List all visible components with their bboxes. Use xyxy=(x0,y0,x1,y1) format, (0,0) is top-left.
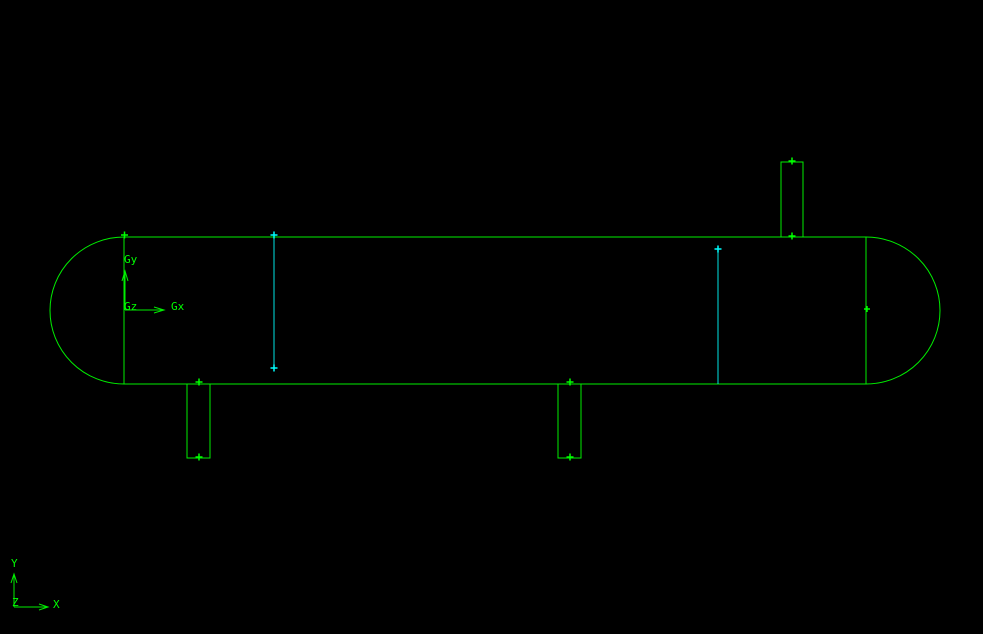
right-head xyxy=(865,236,941,385)
plus-marker xyxy=(566,453,574,461)
global-x-arrowhead xyxy=(38,603,50,611)
markers xyxy=(121,157,870,461)
local-x-label: Gx xyxy=(171,300,185,313)
local-x-arrowhead xyxy=(153,306,166,314)
local-y-label: Gy xyxy=(124,253,138,266)
plus-marker xyxy=(788,157,796,165)
global-z-label: Z xyxy=(12,596,19,609)
global-y-arrowhead xyxy=(10,572,18,584)
global-axis-triad xyxy=(10,572,50,611)
plus-marker xyxy=(121,231,128,239)
local-axis-triad xyxy=(121,269,166,314)
global-x-label: X xyxy=(53,598,60,611)
plus-marker xyxy=(788,232,796,240)
plus-marker xyxy=(195,453,203,461)
vessel-outline xyxy=(49,236,941,385)
nozzle-top-right[interactable] xyxy=(780,161,804,237)
internal-lines xyxy=(273,235,719,384)
plus-marker xyxy=(195,378,203,386)
global-y-label: Y xyxy=(11,557,18,570)
plus-marker xyxy=(714,245,722,253)
local-y-arrowhead xyxy=(121,269,129,282)
nozzle-bottom-left[interactable] xyxy=(186,384,211,459)
plus-marker xyxy=(566,378,574,386)
nozzle-bottom-middle[interactable] xyxy=(557,384,582,459)
local-z-label: Gz xyxy=(124,300,137,313)
plus-marker xyxy=(270,364,278,372)
nozzles xyxy=(186,161,804,459)
plus-marker xyxy=(270,231,278,239)
left-head xyxy=(49,236,125,385)
plus-marker xyxy=(864,306,870,312)
